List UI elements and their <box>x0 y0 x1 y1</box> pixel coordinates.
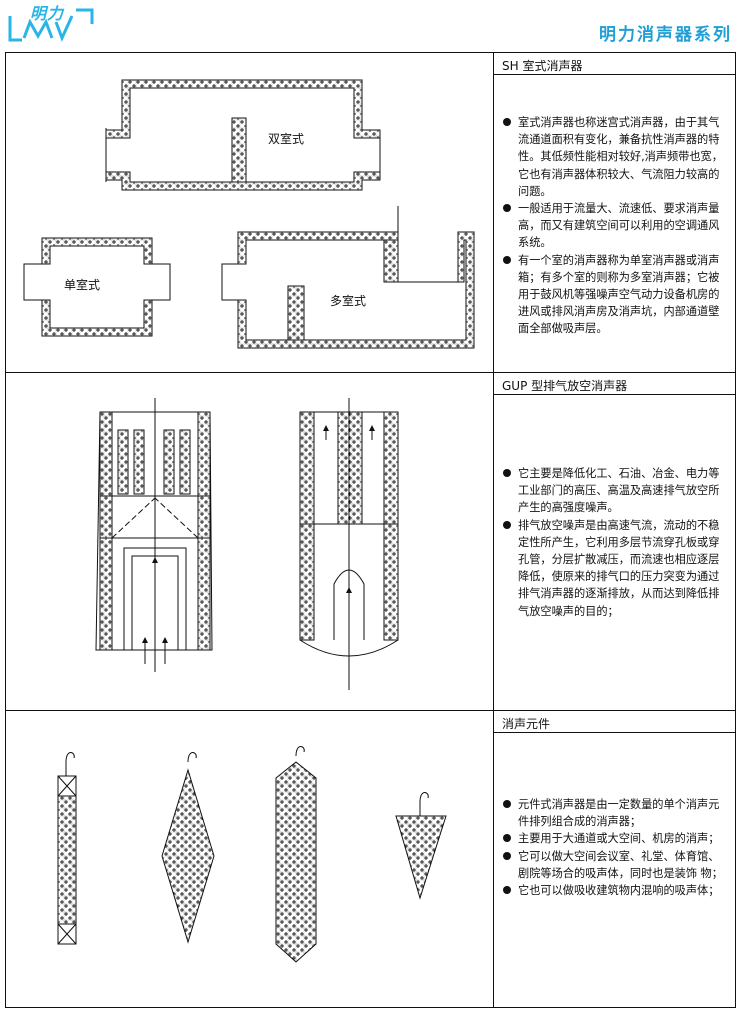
bullet-list-gup: 它主要是降低化工、石油、冶金、电力等工业部门的高压、高温及高速排气放空所产生的高… <box>502 465 730 620</box>
bullet-list-sh: 室式消声器也称迷宫式消声器，由于其气流通道面积有变化，兼备抗性消声器的特性。其低… <box>502 114 730 338</box>
label-single: 单室式 <box>64 277 100 292</box>
title-rule <box>494 732 736 733</box>
list-item: 它也可以做吸收建筑物内混响的吸声体； <box>502 882 730 899</box>
bullet-icon <box>503 255 511 264</box>
bullet-icon <box>503 834 511 843</box>
bullet-icon <box>503 204 511 213</box>
label-multi: 多室式 <box>330 293 366 308</box>
list-item: 排气放空噪声是由高速气流，流动的不稳定性所产生，它利用多层节流穿孔板或穿孔管，分… <box>502 517 730 620</box>
series-title: 明力消声器系列 <box>599 25 732 45</box>
logo-text: 明力 <box>30 4 65 23</box>
list-item: 它主要是降低化工、石油、冶金、电力等工业部门的高压、高温及高速排气放空所产生的高… <box>502 465 730 517</box>
list-item: 有一个室的消声器称为单室消声器或消声箱；有多个室的则称为多室消声器；它被用于鼓风… <box>502 252 730 338</box>
bullet-icon <box>503 800 511 808</box>
double-chamber-diagram <box>105 79 381 191</box>
list-item: 主要用于大通道或大空间、机房的消声； <box>502 830 730 847</box>
bullet-icon <box>503 886 511 895</box>
section-title-sh: SH 室式消声器 <box>502 59 583 73</box>
multi-chamber-diagram <box>221 206 475 349</box>
bullet-icon <box>503 118 511 126</box>
content-frame <box>5 52 736 1008</box>
title-rule <box>494 394 736 395</box>
list-item: 元件式消声器是由一定数量的单个消声元件排列组合成的消声器； <box>502 796 730 830</box>
bullet-icon <box>503 520 511 529</box>
bullet-icon <box>503 469 511 477</box>
list-item: 一般适用于流量大、流速低、要求消声量高，而又有建筑空间可以利用的空调通风系统。 <box>502 200 730 252</box>
label-double: 双室式 <box>268 131 304 146</box>
column-divider <box>493 52 494 1008</box>
bullet-list-elements: 元件式消声器是由一定数量的单个消声元件排列组合成的消声器； 主要用于大通道或大空… <box>502 796 730 899</box>
element-triangle-diagram <box>395 792 447 900</box>
section-title-elements: 消声元件 <box>502 717 551 731</box>
bullet-icon <box>503 851 511 860</box>
element-diamond-diagram <box>161 752 215 944</box>
section-divider <box>5 710 736 711</box>
logo-icon <box>8 8 94 42</box>
single-chamber-diagram <box>23 237 171 337</box>
element-box-diagram <box>57 752 77 945</box>
gup-right-diagram <box>299 398 399 690</box>
element-column-diagram <box>275 746 317 963</box>
section-title-gup: GUP 型排气放空消声器 <box>502 379 628 393</box>
list-item: 室式消声器也称迷宫式消声器，由于其气流通道面积有变化，兼备抗性消声器的特性。其低… <box>502 114 730 200</box>
title-rule <box>494 74 736 75</box>
list-item: 它可以做大空间会议室、礼堂、体育馆、剧院等场合的吸声体，同时也是装饰 物； <box>502 848 730 882</box>
section-divider <box>5 372 736 373</box>
gup-left-diagram <box>95 398 213 672</box>
